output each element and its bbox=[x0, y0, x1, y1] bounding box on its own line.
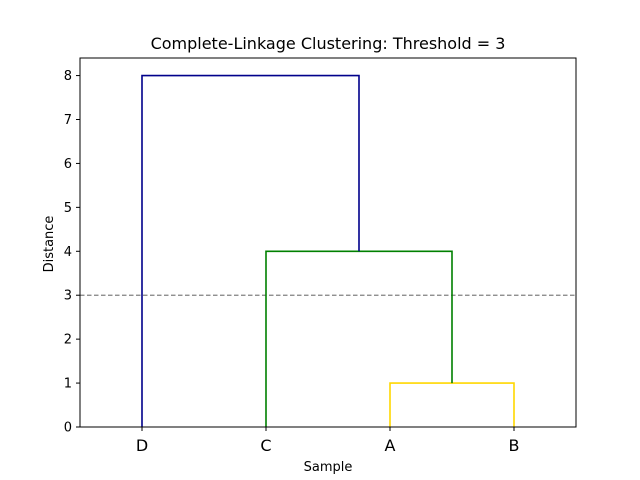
y-tick-label: 5 bbox=[64, 201, 72, 216]
y-tick-label: 0 bbox=[64, 421, 72, 436]
y-tick-label: 6 bbox=[64, 157, 72, 172]
x-axis-label: Sample bbox=[304, 460, 353, 475]
y-tick-label: 8 bbox=[64, 69, 72, 84]
leaf-label-c: C bbox=[260, 436, 271, 455]
dendrogram-link-a-b bbox=[389, 382, 515, 427]
y-tick-label: 4 bbox=[64, 245, 72, 260]
leaf-label-d: D bbox=[136, 436, 148, 455]
y-tick-label: 7 bbox=[64, 113, 72, 128]
y-tick-label: 1 bbox=[64, 377, 72, 392]
y-tick-label: 3 bbox=[64, 289, 72, 304]
chart-title: Complete-Linkage Clustering: Threshold =… bbox=[151, 34, 506, 53]
y-axis-label: Distance bbox=[42, 216, 57, 273]
leaf-label-a: A bbox=[385, 436, 396, 455]
plot-frame bbox=[79, 57, 577, 428]
dendrogram-link-d-cab bbox=[141, 74, 360, 427]
plot-area: 0 1 2 3 4 5 6 7 8D C A B bbox=[64, 57, 577, 455]
dendrogram-link-c-ab bbox=[265, 250, 453, 427]
y-tick-label: 2 bbox=[64, 333, 72, 348]
leaf-label-b: B bbox=[509, 436, 520, 455]
